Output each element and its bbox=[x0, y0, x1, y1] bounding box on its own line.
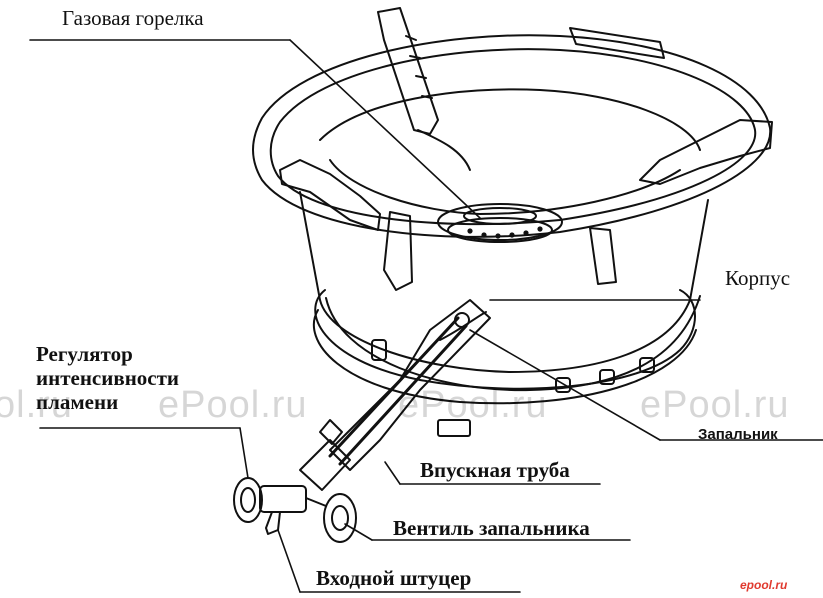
site-logo: epool.ru bbox=[740, 578, 788, 592]
burner-head bbox=[437, 203, 563, 243]
label-regulator-line3: пламени bbox=[36, 390, 119, 414]
label-gas-burner: Газовая горелка bbox=[62, 6, 204, 30]
leader-lines bbox=[29, 39, 823, 593]
pot-body bbox=[252, 34, 772, 437]
label-regulator-line1: Регулятор bbox=[36, 342, 133, 366]
watermark-text: ePool.ru bbox=[158, 384, 308, 426]
label-igniter: Запальник bbox=[698, 426, 778, 443]
inlet-tube-assembly bbox=[299, 299, 491, 491]
label-inlet-fitting: Входной штуцер bbox=[316, 566, 472, 590]
label-regulator-line2: интенсивности bbox=[36, 366, 180, 390]
label-inlet-tube: Впускная труба bbox=[420, 458, 570, 482]
watermark-text: ePool.ru bbox=[398, 384, 548, 426]
pan-supports bbox=[279, 7, 773, 291]
watermark-text: ePool.ru bbox=[640, 384, 790, 426]
valve-assembly bbox=[233, 477, 357, 543]
label-flame-regulator: Регулятор интенсивности пламени bbox=[36, 342, 179, 414]
label-body: Корпус bbox=[725, 266, 791, 290]
watermark-text: ol.ru bbox=[0, 384, 73, 426]
label-igniter-valve: Вентиль запальника bbox=[393, 516, 590, 540]
